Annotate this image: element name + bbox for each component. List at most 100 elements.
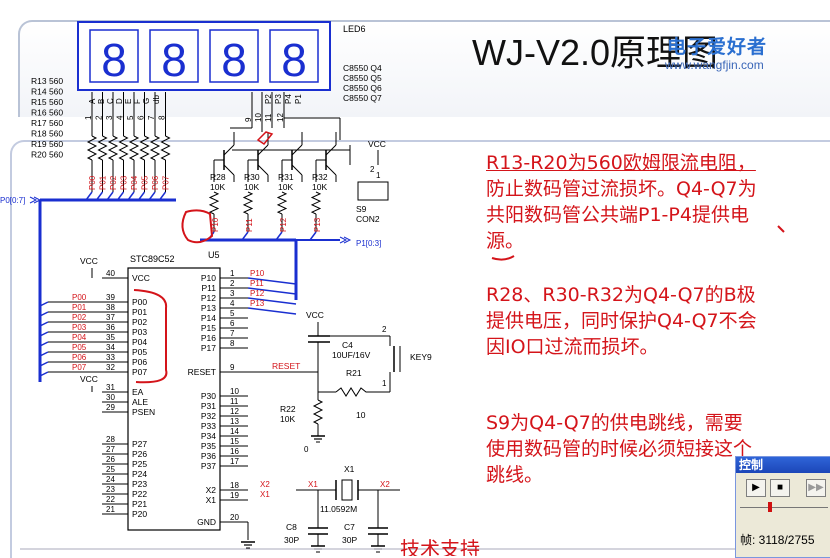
play-button[interactable]: ▶ — [746, 479, 766, 497]
led-digit: 8 — [161, 34, 187, 86]
vcc-label: VCC — [368, 139, 386, 149]
bus-entry — [39, 371, 49, 377]
mcu-pin-name: PSEN — [132, 407, 155, 417]
net-label: P01 — [72, 303, 87, 312]
pin-number: 3 — [230, 289, 235, 298]
mcu-pin-name: P37 — [201, 461, 216, 471]
pin-number: 14 — [230, 427, 239, 436]
mcu-ref: U5 — [208, 250, 220, 260]
net-label: P12 — [279, 217, 288, 232]
base-resistor — [208, 191, 220, 215]
mcu-pin-name: P00 — [132, 297, 147, 307]
note-line: 使用数码管的时候必须短接这个 — [486, 438, 753, 460]
net-label: P00 — [72, 293, 87, 302]
pin-number: 8 — [158, 115, 167, 120]
mcu-pin-name: P14 — [201, 313, 216, 323]
net-label: P10 — [250, 269, 265, 278]
led-digit-box — [209, 29, 259, 83]
mcu-pin-name: RESET — [188, 367, 216, 377]
pin-number: 9 — [230, 363, 235, 372]
led-pin-label: C — [106, 98, 115, 104]
net-label: P01 — [99, 175, 108, 190]
capacitor-label: C7 — [344, 522, 355, 532]
pin-number: 1 — [382, 379, 387, 388]
vcc-label: VCC — [80, 374, 98, 384]
net-label: P05 — [141, 175, 150, 190]
mcu-pin-name: P33 — [201, 421, 216, 431]
crystal-label: X1 — [344, 464, 355, 474]
pin-number: 16 — [230, 447, 239, 456]
mcu-pin-name: P13 — [201, 303, 216, 313]
capacitor-value: 10UF/16V — [332, 350, 371, 360]
step-button[interactable]: ▶▶ — [806, 479, 826, 497]
resistor-value: 10K — [278, 182, 293, 192]
reset-resistor-r22 — [312, 399, 324, 425]
pin-number: 2 — [95, 115, 104, 120]
net-label: P02 — [109, 175, 118, 190]
pin-number: 8 — [230, 339, 235, 348]
page-title: WJ-V2.0原理图 — [472, 32, 719, 73]
pin-number: 17 — [230, 457, 239, 466]
stop-button[interactable]: ■ — [770, 479, 790, 497]
pin-number: 15 — [230, 437, 239, 446]
pin-number: 40 — [106, 269, 115, 278]
mcu-pin-name: P10 — [201, 273, 216, 283]
segment-resistor — [107, 135, 119, 161]
pin-number: 29 — [106, 403, 115, 412]
segment-resistor — [86, 135, 98, 161]
slider-thumb[interactable] — [768, 502, 772, 512]
capacitor-label: C4 — [342, 340, 353, 350]
transistor-label: C8550 Q4 — [343, 63, 382, 73]
pin-number: 25 — [106, 465, 115, 474]
pin-number: 27 — [106, 445, 115, 454]
net-label: X1 — [308, 480, 318, 489]
watermark: 电子爱好者 www.wangfjin.com — [645, 30, 795, 78]
playback-slider[interactable] — [740, 502, 828, 516]
jumper-s9 — [357, 181, 389, 201]
resistor-label: R13 560 — [31, 76, 63, 86]
net-label: P12 — [250, 289, 265, 298]
pin-number: 7 — [147, 115, 156, 120]
mcu-body — [127, 267, 221, 531]
resistor-value: 10K — [210, 182, 225, 192]
resistor-label: R32 — [312, 172, 328, 182]
annotation-circle — [181, 209, 214, 244]
bus-entry — [309, 231, 317, 241]
pin-number: 33 — [106, 353, 115, 362]
resistor-label: R14 560 — [31, 87, 63, 97]
mcu-pin-name: P24 — [132, 469, 147, 479]
led-pin-label: F — [133, 99, 142, 104]
net-label: P04 — [72, 333, 87, 342]
pin-number: 1 — [376, 171, 381, 180]
bus-entry — [39, 311, 49, 317]
transistor-label: C8550 Q5 — [343, 73, 382, 83]
crystal-frequency: 11.0592M — [320, 504, 357, 514]
mcu-pin-name: P16 — [201, 333, 216, 343]
led-digit-box — [149, 29, 199, 83]
net-label: P03 — [120, 175, 129, 190]
transistor-label: C8550 Q6 — [343, 83, 382, 93]
mcu-pin-name: P01 — [132, 307, 147, 317]
annotation-bracket — [133, 289, 168, 384]
note-line: S9为Q4-Q7的供电跳线，需要 — [486, 412, 743, 434]
mcu-pin-name: VCC — [132, 273, 150, 283]
bus-name-p1: P1[0:3] — [356, 239, 381, 248]
mcu-pin-name: P15 — [201, 323, 216, 333]
mcu-pin-name: P26 — [132, 449, 147, 459]
pin-number: 23 — [106, 485, 115, 494]
segment-resistor — [149, 135, 161, 161]
note-line: 共阳数码管公共端P1-P4提供电 — [486, 204, 749, 226]
jumper-label: S9 — [356, 204, 367, 214]
resistor-label: R16 560 — [31, 108, 63, 118]
mcu-pin-name: P05 — [132, 347, 147, 357]
net-label: X1 — [260, 490, 270, 499]
vcc-label: VCC — [80, 256, 98, 266]
pin-number: 1 — [230, 269, 235, 278]
bus-arrow — [29, 196, 42, 204]
pin-number: 5 — [230, 309, 235, 318]
annotation-squiggle — [491, 255, 515, 261]
resistor-label: R18 560 — [31, 129, 63, 139]
pin-number: 30 — [106, 393, 115, 402]
led-pin-label: P1 — [294, 94, 303, 104]
